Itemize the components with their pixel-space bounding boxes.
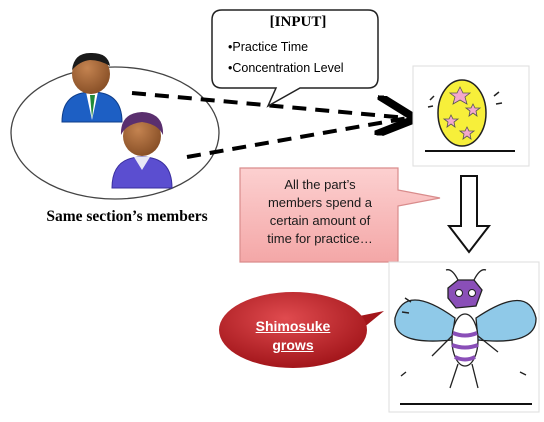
insect-icon bbox=[388, 261, 540, 413]
egg-icon bbox=[412, 65, 530, 167]
practice-note-line: members spend a bbox=[267, 195, 373, 210]
practice-note-text: All the part’s members spend a certain a… bbox=[238, 176, 402, 248]
grow-text[interactable]: Shimosuke grows bbox=[238, 317, 348, 355]
grow-bubble bbox=[219, 292, 384, 368]
grow-text-line[interactable]: grows bbox=[272, 337, 314, 353]
group-label: Same section’s members bbox=[46, 208, 208, 225]
practice-note-line: certain amount of bbox=[269, 213, 371, 228]
person-icon bbox=[61, 52, 123, 123]
input-item-practice-time: •Practice Time bbox=[228, 40, 309, 54]
input-title: [INPUT] bbox=[269, 14, 327, 30]
practice-note-line: time for practice… bbox=[267, 231, 373, 246]
dashed-arrow bbox=[186, 116, 409, 159]
grow-text-line[interactable]: Shimosuke bbox=[255, 318, 331, 334]
person-icon bbox=[111, 112, 173, 189]
down-arrow-icon bbox=[446, 175, 492, 254]
practice-note bbox=[239, 167, 441, 263]
member-group-ellipse bbox=[10, 66, 220, 200]
input-callout bbox=[211, 9, 379, 108]
practice-note-line: All the part’s bbox=[284, 177, 356, 192]
input-item-concentration-level: •Concentration Level bbox=[228, 61, 344, 75]
